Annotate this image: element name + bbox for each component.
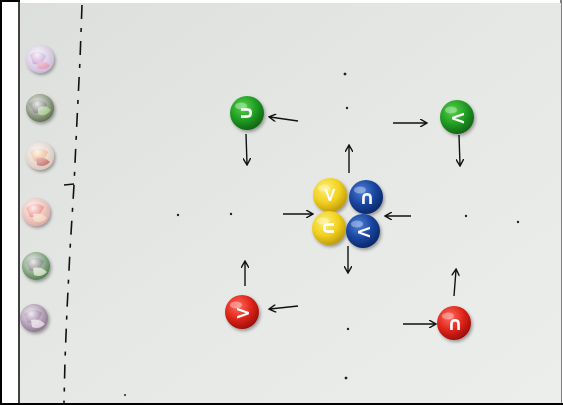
line-tick	[64, 184, 74, 185]
photo-magnet	[22, 198, 50, 226]
photo-magnet	[20, 304, 48, 332]
red-magnet[interactable]: ∩	[437, 306, 471, 340]
blue-magnet[interactable]: <	[346, 214, 380, 248]
arrow-down	[459, 135, 460, 165]
photo-magnet	[26, 94, 54, 122]
arrow-down	[246, 134, 247, 164]
whiteboard-surface	[20, 3, 561, 403]
photo-magnet	[26, 142, 54, 170]
photo-magnet	[22, 252, 50, 280]
green-magnet[interactable]: <	[440, 100, 474, 134]
red-magnet[interactable]: >	[225, 295, 259, 329]
green-magnet[interactable]: ∩	[230, 96, 264, 130]
whiteboard-photo: ∩ < > ∩ ∪ < > ∩	[20, 3, 561, 403]
yellow-magnet[interactable]: >	[313, 178, 347, 212]
photo-magnet	[26, 45, 54, 73]
blue-magnet[interactable]: ∩	[349, 180, 383, 214]
yellow-magnet[interactable]: ∪	[312, 211, 346, 245]
